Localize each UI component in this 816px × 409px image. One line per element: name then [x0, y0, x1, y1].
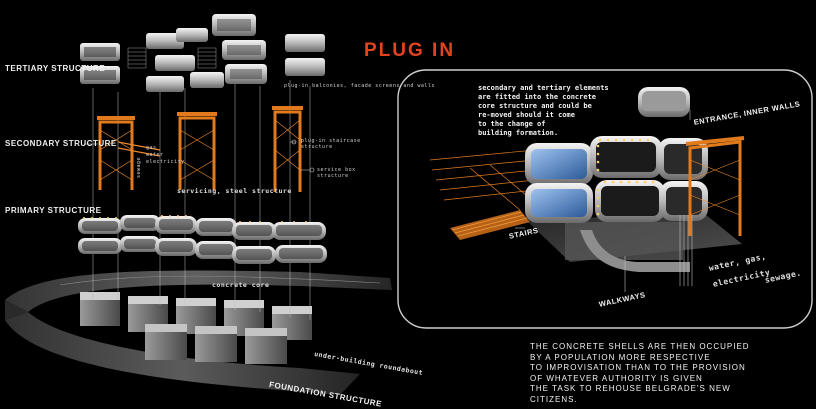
caption-line: OF WHATEVER AUTHORITY IS GIVEN [530, 373, 703, 383]
panel-intro-line: re-moved should it come [478, 111, 575, 119]
caption-line: BY A POPULATION MORE RESPECTIVE [530, 352, 711, 362]
caption-line: THE TASK TO REHOUSE BELGRADE'S NEW [530, 384, 731, 393]
panel-intro-line: are fitted into the concrete [478, 93, 597, 101]
label-secondary-structure: SECONDARY STRUCTURE [5, 139, 117, 148]
label-plug-in-balconies: plug-in balconies, facade screens and wa… [284, 83, 435, 89]
panel-intro-line: core structure and could be [478, 102, 592, 110]
caption-line: TO IMPROVISATION THAN TO THE PROVISION [530, 363, 746, 372]
plug-in-stairs-marker [291, 139, 297, 145]
label-sewage-vertical: sewage [136, 156, 142, 178]
label-concrete-core: concrete core [212, 281, 270, 289]
label-servicing-steel: servicing, steel structure [177, 187, 292, 195]
utility-pipes [624, 215, 693, 292]
concrete-core-modules [78, 215, 327, 264]
tertiary-modules [80, 14, 325, 92]
steel-frames-left [97, 106, 303, 192]
foundation-ramp [5, 270, 392, 395]
panel-intro-line: to the change of [478, 120, 546, 128]
leader-lines [80, 67, 310, 171]
caption-text: THE CONCRETE SHELLS ARE THEN OCCUPIED BY… [530, 342, 750, 405]
label-plug-in-stairs: plug-in staircase structure [301, 138, 361, 150]
label-primary-structure: PRIMARY STRUCTURE [5, 206, 102, 215]
panel-intro-line: building formation. [478, 129, 559, 137]
foundation-pillars [80, 292, 312, 364]
guide-lines [92, 80, 311, 320]
label-tertiary-structure: TERTIARY STRUCTURE [5, 64, 106, 73]
label-electricity: electricity [146, 159, 185, 165]
service-box-marker [309, 167, 315, 173]
panel-intro-text: secondary and tertiary elements are fitt… [478, 84, 609, 138]
panel-staircase [429, 149, 536, 240]
panel-steel-frame [685, 136, 745, 236]
panel-intro-line: secondary and tertiary elements [478, 84, 609, 92]
caption-line: CITIZENS. [530, 394, 578, 404]
label-service-box: service box structure [317, 167, 356, 179]
diagram-title: PLUG IN [364, 40, 456, 61]
caption-line: THE CONCRETE SHELLS ARE THEN OCCUPIED [530, 342, 750, 351]
detail-panel-frame [397, 69, 813, 329]
steel-lattice-left [99, 119, 301, 181]
label-gas: gas [146, 145, 157, 151]
label-water: water [146, 152, 164, 158]
